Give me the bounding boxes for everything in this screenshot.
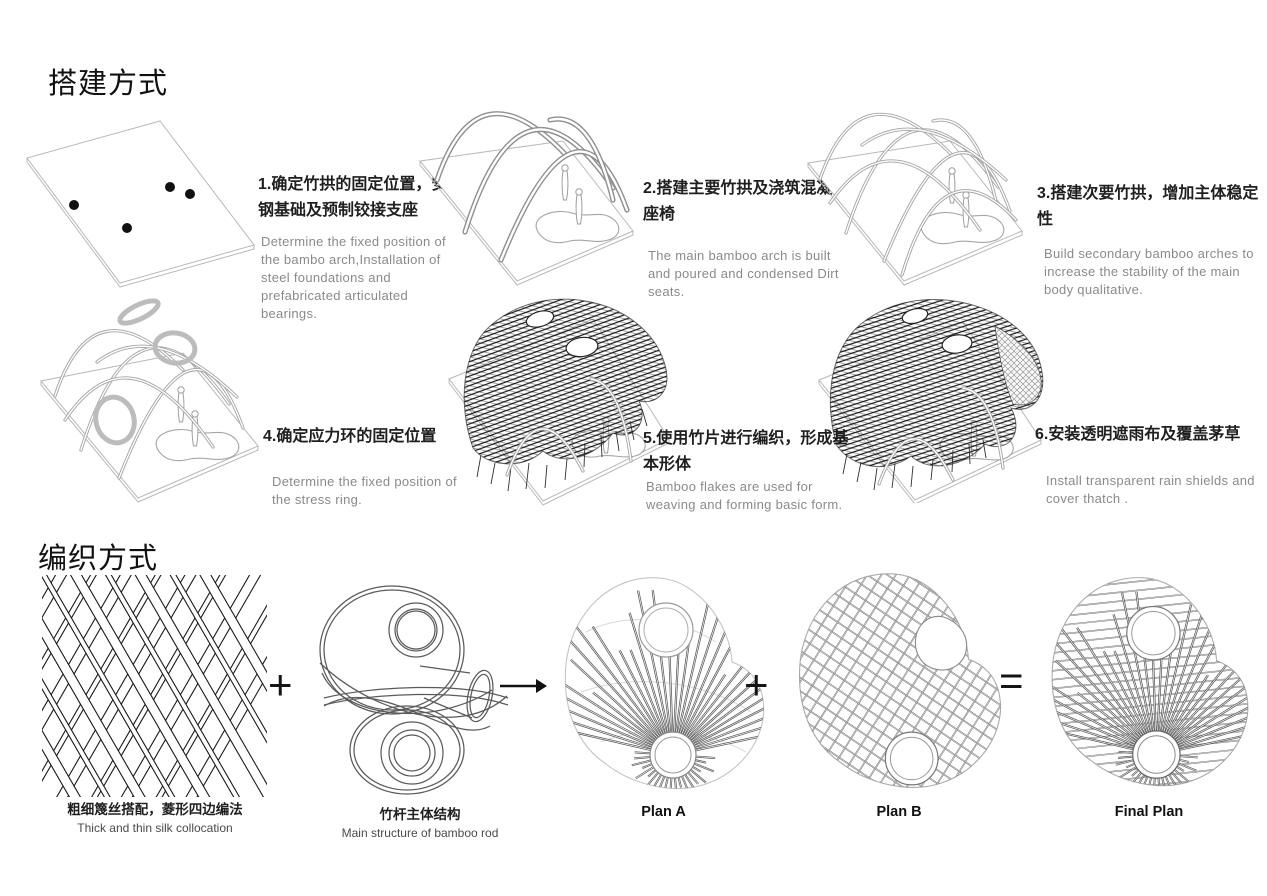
concrete-seat <box>535 211 620 244</box>
lattice-caption-en: Thick and thin silk collocation <box>77 821 233 835</box>
canopy-oculus <box>565 336 599 358</box>
plus-operator: + <box>744 661 769 708</box>
base-plate <box>419 140 634 282</box>
step1-drawing-base-plate <box>26 120 255 288</box>
rod-caption-zh: 竹杆主体结构 <box>379 807 461 822</box>
canopy-fringe <box>476 408 648 492</box>
base-plate <box>807 140 1023 282</box>
step6-drawing-rain-shield <box>818 299 1044 503</box>
human-figure <box>561 164 569 201</box>
step4-heading-zh: 4.确定应力环的固定位置 <box>263 428 437 445</box>
canopy-fringe <box>842 431 1002 491</box>
step6-heading-zh: 6.安装透明遮雨布及覆盖茅草 <box>1035 426 1241 443</box>
front-arches <box>877 386 1005 486</box>
thatched-canopy <box>829 299 1044 468</box>
final-plan-label: Final Plan <box>1114 804 1184 820</box>
step5-text-en: Bamboo flakes are used for weaving and f… <box>646 479 843 512</box>
plan-b-label: Plan B <box>876 804 922 820</box>
step1-heading-zh: 1.确定竹拱的固定位置，安装钢基础及预制铰接支座 <box>258 176 464 220</box>
lattice-weave-drawing <box>42 575 267 797</box>
step2-heading-zh: 2.搭建主要竹拱及浇筑混凝土座椅 <box>643 180 849 224</box>
plan-a-drawing <box>564 577 765 790</box>
step2-text-en: The main bamboo arch is built and poured… <box>648 248 839 299</box>
bamboo-rod-loops <box>319 585 509 795</box>
plan-a-label: Plan A <box>641 804 686 820</box>
plan-oculus <box>638 602 694 658</box>
final-plan-drawing <box>1051 577 1249 787</box>
primary-and-secondary-arches <box>818 112 1018 277</box>
plan-oculus <box>1126 605 1181 661</box>
step3-heading-zh: 3.搭建次要竹拱，增加主体稳定性 <box>1037 185 1259 229</box>
canopy-oculus <box>901 307 929 325</box>
stress-rings <box>93 298 198 446</box>
lattice-caption-zh: 粗细篾丝搭配，菱形四边编法 <box>67 802 243 817</box>
main-bamboo-arches <box>434 111 630 263</box>
center-ring <box>884 731 939 786</box>
rod-structure-drawing <box>319 585 509 795</box>
canopy-oculus <box>525 310 555 328</box>
rod-caption-en: Main structure of bamboo rod <box>341 826 499 840</box>
bamboo-arches <box>53 329 245 480</box>
anchor-points <box>69 182 195 233</box>
step4-drawing-stress-rings <box>40 298 259 503</box>
transparent-rain-shield <box>994 325 1042 406</box>
center-ring <box>649 731 697 779</box>
canopy-oculus <box>941 334 973 354</box>
arrow-icon <box>500 679 547 693</box>
step2-drawing-main-arches <box>419 111 634 286</box>
step5-drawing-woven-canopy <box>448 298 670 506</box>
step3-text-en: Build secondary bamboo arches to increas… <box>1044 246 1254 297</box>
base-plate <box>26 120 255 284</box>
plus-operator: + <box>268 661 293 708</box>
plan-b-drawing <box>798 573 1002 788</box>
lattice-caption: 粗细篾丝搭配，菱形四边编法 Thick and thin silk colloc… <box>35 798 275 835</box>
concrete-seat <box>155 429 240 462</box>
rod-rings <box>380 602 444 785</box>
rod-caption: 竹杆主体结构 Main structure of bamboo rod <box>305 803 535 840</box>
base-plate <box>40 352 259 499</box>
equals-operator: = <box>999 657 1024 704</box>
human-figure <box>191 410 199 447</box>
human-figure <box>575 188 583 225</box>
center-ring <box>1132 730 1181 779</box>
step1-text-en: Determine the fixed position of the bamb… <box>261 234 446 321</box>
step5-heading-zh: 5.使用竹片进行编织，形成基本形体 <box>643 430 849 474</box>
lattice-bars-left <box>42 575 267 797</box>
step6-text-en: Install transparent rain shields and cov… <box>1046 473 1255 506</box>
plan-oculus <box>914 615 968 671</box>
step4-text-en: Determine the fixed position of the stre… <box>272 474 457 507</box>
step3-drawing-secondary-arches <box>807 112 1023 286</box>
woven-canopy <box>463 298 668 465</box>
build-method-title: 搭建方式 <box>48 68 169 100</box>
weave-method-title: 编织方式 <box>38 543 159 575</box>
front-arches <box>505 377 633 477</box>
concrete-seat <box>920 212 1005 245</box>
